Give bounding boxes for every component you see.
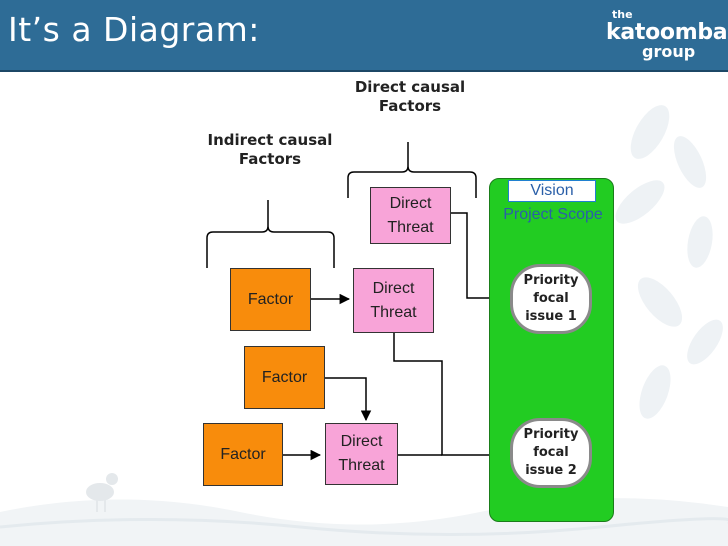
direct-threat-middle: Direct Threat xyxy=(353,268,434,333)
issue2-line1: Priority xyxy=(523,427,579,442)
header-divider xyxy=(0,70,728,72)
factor-bottom: Factor xyxy=(203,423,283,486)
project-scope-label: Project Scope xyxy=(503,206,603,223)
logo-text-katoomba: katoomba xyxy=(606,20,728,45)
threat-mid-line1: Direct xyxy=(372,279,415,297)
issue1-line3: issue 1 xyxy=(525,309,577,324)
vision-label: Vision xyxy=(508,180,596,202)
issue1-line1: Priority xyxy=(523,273,579,288)
threat-bottom-line2: Threat xyxy=(338,457,385,474)
priority-focal-issue-1: Priority focal issue 1 xyxy=(510,264,592,334)
factor-top: Factor xyxy=(230,268,311,331)
direct-threat-top: Direct Threat xyxy=(370,187,451,244)
threat-mid-line2: Threat xyxy=(370,303,417,321)
threat-bottom-line1: Direct xyxy=(340,433,383,450)
indirect-causal-label-line2: Factors xyxy=(238,150,302,168)
issue2-line3: issue 2 xyxy=(525,463,577,478)
issue1-line2: focal xyxy=(533,291,569,306)
direct-threat-bottom: Direct Threat xyxy=(325,423,398,485)
factor-middle: Factor xyxy=(244,346,325,409)
priority-focal-issue-2: Priority focal issue 2 xyxy=(510,418,592,488)
direct-causal-factors-label: Direct causal Factors xyxy=(330,78,490,116)
issue2-line2: focal xyxy=(533,445,569,460)
logo-text-group: group xyxy=(642,42,696,61)
indirect-causal-label-line1: Indirect causal xyxy=(207,131,333,149)
threat-top-line2: Threat xyxy=(387,218,434,236)
slide-header xyxy=(0,0,728,70)
slide-title: It’s a Diagram: xyxy=(8,10,260,49)
direct-causal-label-line1: Direct causal xyxy=(354,78,466,96)
direct-causal-label-line2: Factors xyxy=(378,97,442,115)
logo-text-the: the xyxy=(612,8,633,21)
threat-top-line1: Direct xyxy=(389,194,432,212)
katoomba-logo: the katoomba group xyxy=(606,8,728,64)
indirect-causal-factors-label: Indirect causal Factors xyxy=(190,131,350,169)
